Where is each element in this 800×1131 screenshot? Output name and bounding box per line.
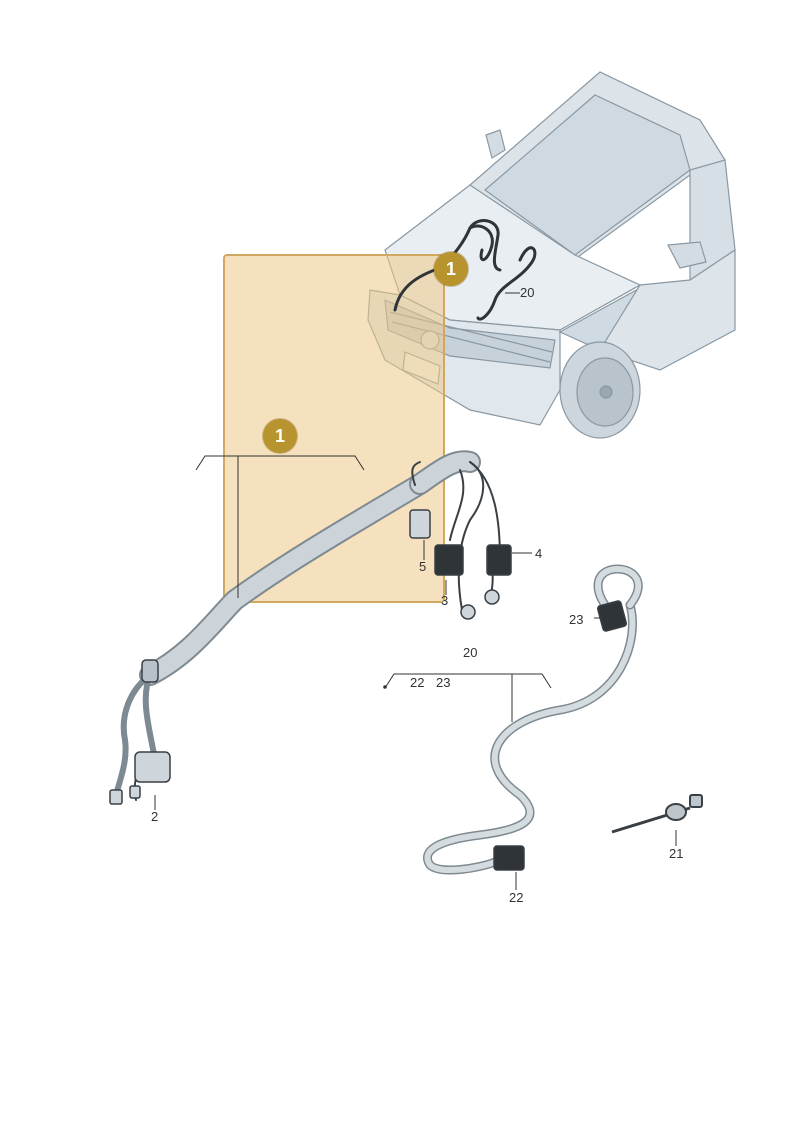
leader-lines bbox=[154, 455, 677, 890]
cable-20 bbox=[423, 564, 643, 875]
part-badge-car[interactable]: 1 bbox=[434, 252, 468, 286]
harness-connectors bbox=[109, 509, 512, 805]
part-label-5[interactable]: 5 bbox=[419, 559, 427, 574]
part-label-23-connector[interactable]: 23 bbox=[569, 612, 584, 627]
part-label-21[interactable]: 21 bbox=[669, 846, 684, 861]
part-label-22-group[interactable]: 22 bbox=[410, 675, 425, 690]
part-label-20-car[interactable]: 20 bbox=[520, 285, 535, 300]
highlight-region bbox=[223, 254, 445, 603]
main-harness bbox=[112, 450, 501, 801]
part-label-22-connector[interactable]: 22 bbox=[509, 890, 524, 905]
cable-tie-21 bbox=[611, 794, 703, 834]
part-label-2[interactable]: 2 bbox=[151, 809, 159, 824]
part-label-4[interactable]: 4 bbox=[535, 546, 543, 561]
part-badge-main[interactable]: 1 bbox=[263, 419, 297, 453]
part-label-3[interactable]: 3 bbox=[441, 593, 449, 608]
part-label-20-group[interactable]: 20 bbox=[463, 645, 478, 660]
cable-20-connectors bbox=[493, 600, 628, 871]
part-label-23-group[interactable]: 23 bbox=[436, 675, 451, 690]
